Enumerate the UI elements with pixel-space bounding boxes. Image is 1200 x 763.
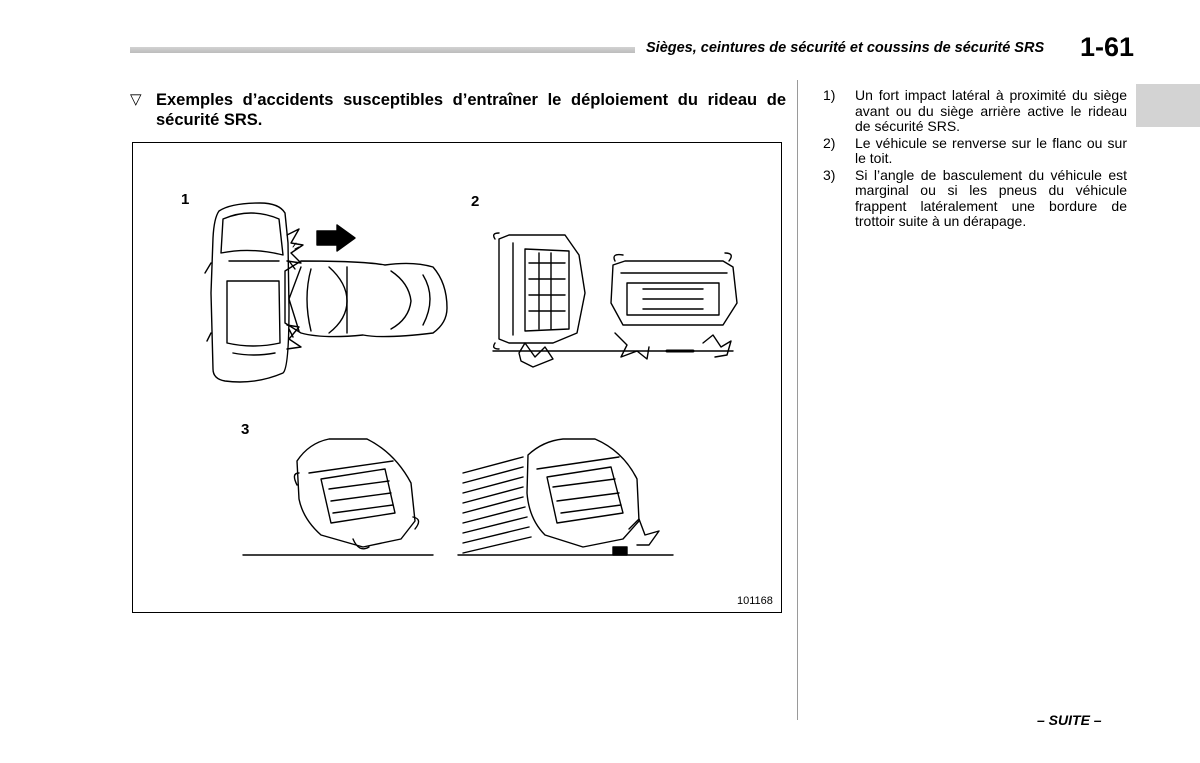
note-item: 3) Si l’angle de basculement du véhicule… — [823, 166, 1127, 230]
note-text: Un fort impact latéral à proximité du si… — [855, 87, 1127, 134]
continued-marker: – SUITE – — [1037, 712, 1102, 728]
figure-code: 101168 — [737, 595, 773, 607]
section-heading-text: Exemples d’accidents susceptibles d’entr… — [156, 91, 786, 129]
section-heading: ▽ Exemples d’accidents susceptibles d’en… — [130, 90, 786, 130]
header-rule — [130, 47, 635, 53]
side-impact-scene — [204, 202, 448, 383]
rollover-scene — [492, 232, 738, 368]
note-item: 1) Un fort impact latéral à proximité du… — [823, 87, 1127, 135]
figure-label-2: 2 — [471, 193, 480, 210]
note-number: 3) — [823, 166, 836, 183]
accident-drawing — [204, 202, 738, 556]
note-number: 2) — [823, 134, 836, 151]
note-text: Si l’angle de basculement du véhicule es… — [855, 166, 1127, 229]
curb-trip-scene — [242, 438, 674, 556]
figure-label-1: 1 — [181, 191, 190, 208]
page-header-title: Sièges, ceintures de sécurité et coussin… — [646, 40, 1045, 56]
figure-label-3: 3 — [241, 421, 250, 438]
triangle-marker-icon: ▽ — [130, 91, 142, 108]
page-number: 1-61 — [1080, 32, 1135, 62]
notes-list: 1) Un fort impact latéral à proximité du… — [823, 87, 1127, 231]
column-divider — [797, 80, 798, 720]
note-text: Le véhicule se renverse sur le flanc ou … — [855, 134, 1127, 166]
note-item: 2) Le véhicule se renverse sur le flanc … — [823, 134, 1127, 167]
chapter-tab — [1136, 84, 1200, 127]
note-number: 1) — [823, 87, 836, 103]
accident-illustration: 1 2 3 101168 — [132, 142, 782, 613]
